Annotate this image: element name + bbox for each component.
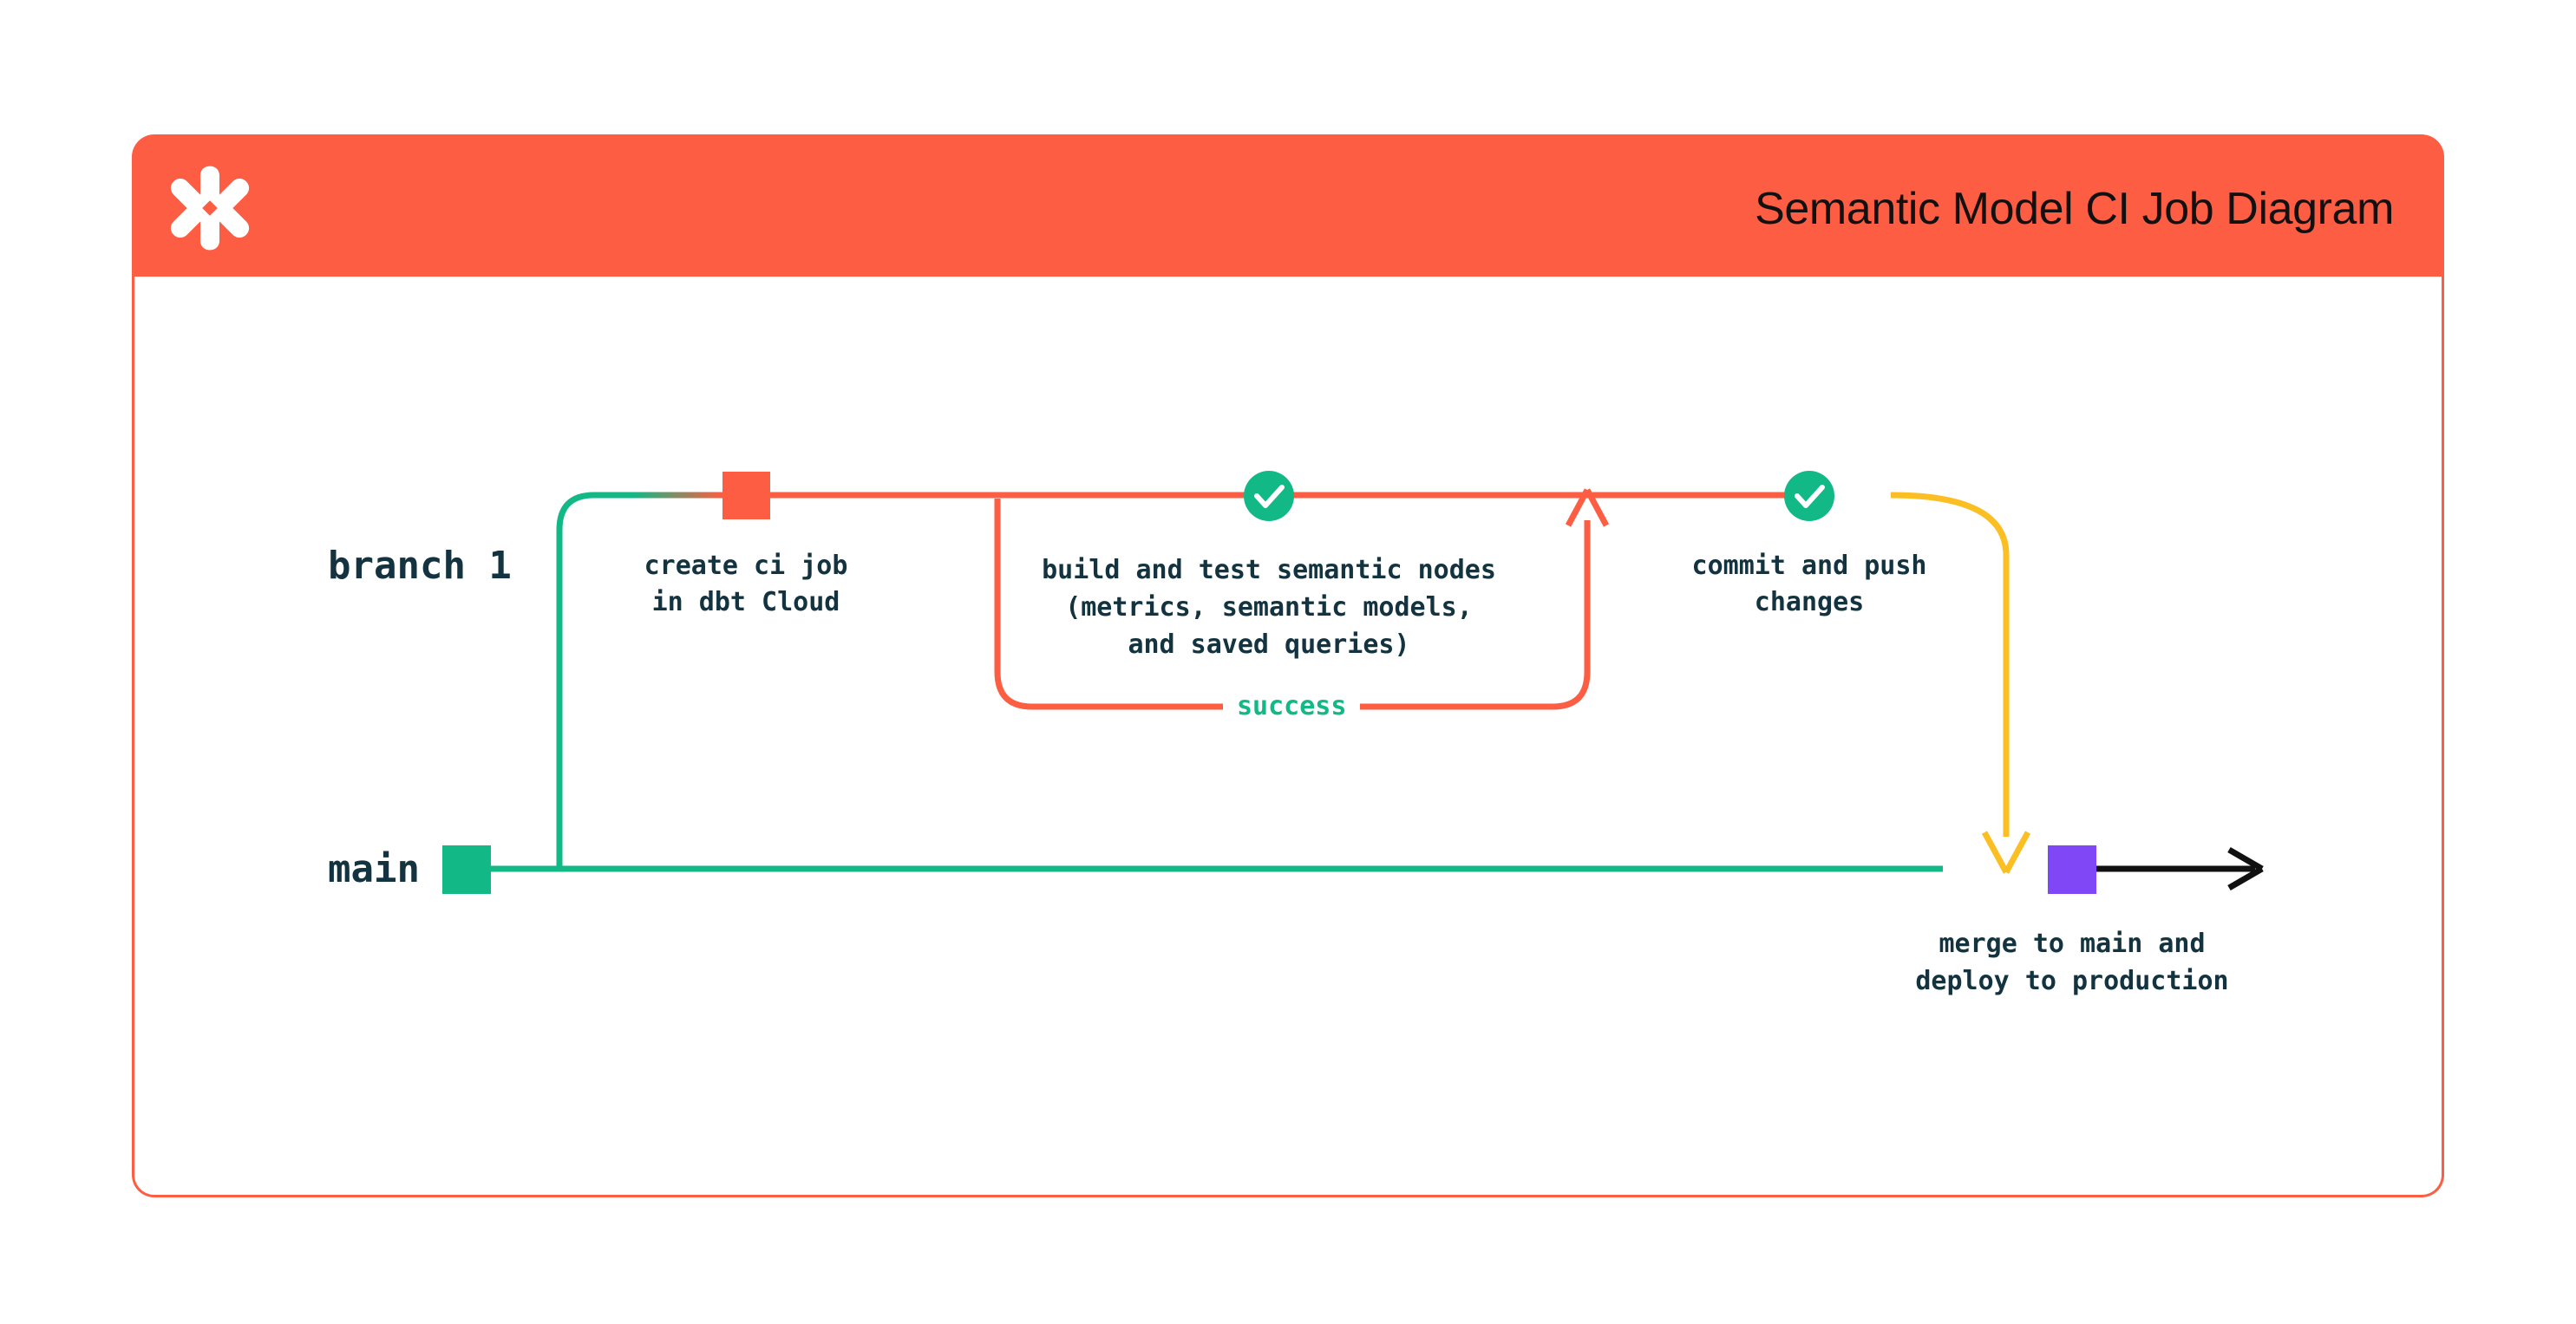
caption-create-ci-job-line-1: create ci job — [644, 551, 848, 581]
caption-create-ci-job-line-2: in dbt Cloud — [651, 587, 840, 617]
diagram-card: Semantic Model CI Job Diagram — [132, 134, 2444, 1197]
caption-merge-to-main-line-2: deploy to production — [1915, 966, 2229, 996]
card-header: Semantic Model CI Job Diagram — [132, 134, 2444, 283]
dbt-logo-icon — [162, 160, 258, 256]
page-title: Semantic Model CI Job Diagram — [1755, 183, 2394, 234]
caption-build-and-test-line-2: (metrics, semantic models, — [1065, 592, 1473, 623]
branch-label-main: main — [328, 847, 420, 891]
branch-label-branch-1: branch 1 — [328, 544, 512, 588]
edge-label-success: success — [1223, 691, 1361, 721]
caption-commit-and-push-line-2: changes — [1754, 587, 1865, 617]
caption-merge-to-main-line-1: merge to main and — [1939, 929, 2206, 959]
caption-build-and-test-line-3: and saved queries) — [1128, 629, 1410, 660]
caption-commit-and-push-line-1: commit and push — [1691, 551, 1927, 581]
caption-build-and-test-line-1: build and test semantic nodes — [1042, 555, 1496, 585]
card-body — [132, 277, 2444, 1197]
